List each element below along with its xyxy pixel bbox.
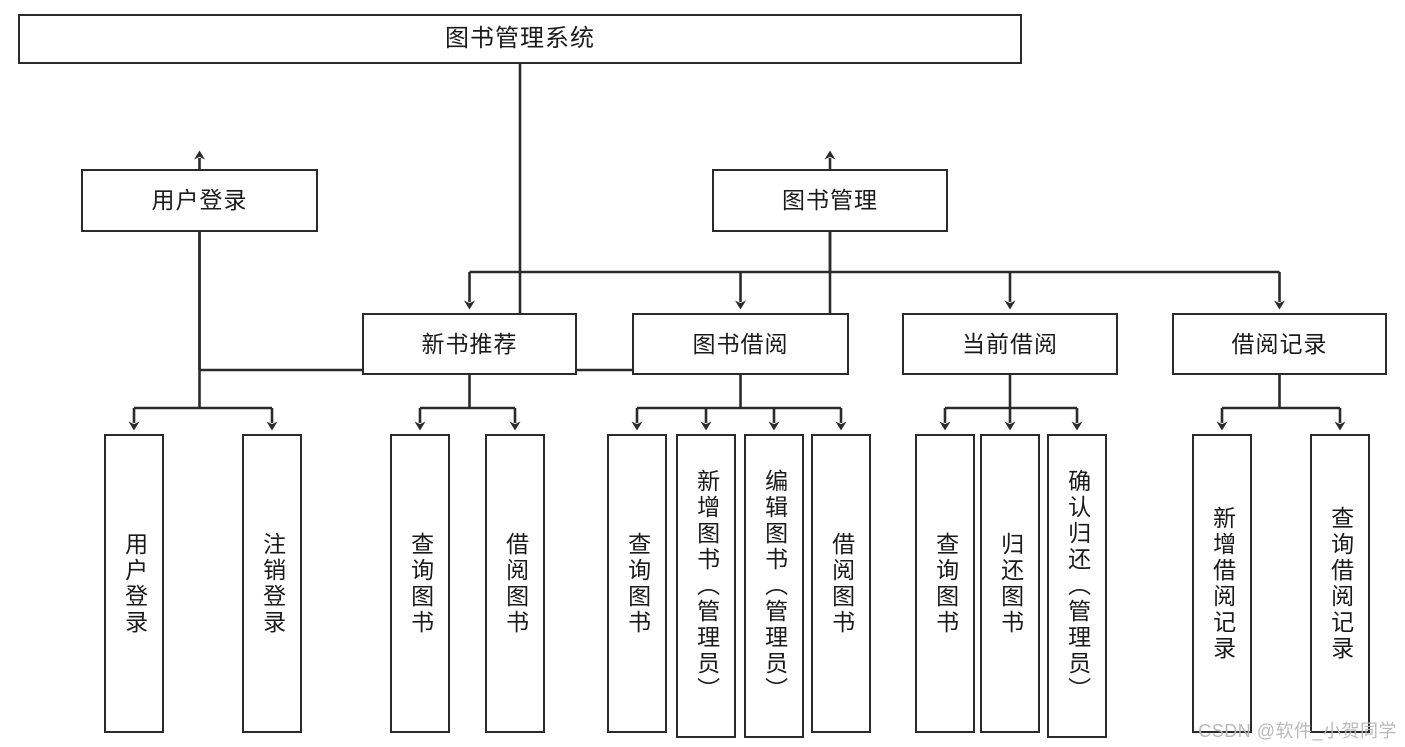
node-records[interactable]: 借阅记录 — [1172, 313, 1387, 375]
node-current[interactable]: 当前借阅 — [902, 313, 1118, 375]
node-label: 归还图书 — [997, 531, 1024, 636]
node-l-borrow2[interactable]: 借阅图书 — [811, 434, 871, 733]
node-label: 查询图书 — [624, 531, 651, 636]
node-login[interactable]: 用户登录 — [81, 169, 318, 232]
node-label: 借阅记录 — [1231, 330, 1328, 357]
node-borrow[interactable]: 图书借阅 — [632, 313, 849, 375]
watermark: CSDN @软件_小贺同学 — [1198, 721, 1397, 741]
node-label: 查询图书 — [932, 531, 959, 636]
node-label: 新增借阅记录 — [1209, 505, 1236, 662]
node-l-query1[interactable]: 查询图书 — [390, 434, 450, 733]
node-newbook[interactable]: 新书推荐 — [362, 313, 577, 375]
node-label: 新增图书（管理员） — [693, 469, 720, 703]
node-label: 查询图书 — [407, 531, 434, 636]
node-bookmgmt[interactable]: 图书管理 — [712, 169, 948, 232]
node-label: 图书借阅 — [692, 330, 789, 357]
node-l-query3[interactable]: 查询图书 — [915, 434, 975, 733]
node-l-confirm[interactable]: 确认归还（管理员） — [1047, 434, 1107, 738]
node-label: 借阅图书 — [502, 531, 529, 636]
node-l-addrec[interactable]: 新增借阅记录 — [1192, 434, 1252, 733]
node-l-return[interactable]: 归还图书 — [980, 434, 1040, 733]
node-label: 查询借阅记录 — [1327, 505, 1354, 662]
node-label: 确认归还（管理员） — [1064, 469, 1091, 703]
node-label: 编辑图书（管理员） — [761, 469, 788, 703]
node-l-edit[interactable]: 编辑图书（管理员） — [744, 434, 804, 738]
node-label: 图书管理 — [782, 187, 878, 214]
node-label: 用户登录 — [121, 531, 148, 636]
node-l-login[interactable]: 用户登录 — [104, 434, 164, 733]
node-l-borrow1[interactable]: 借阅图书 — [485, 434, 545, 733]
node-l-queryrec[interactable]: 查询借阅记录 — [1310, 434, 1370, 733]
node-root[interactable]: 图书管理系统 — [18, 14, 1022, 64]
node-label: 图书管理系统 — [445, 25, 595, 53]
node-l-query2[interactable]: 查询图书 — [607, 434, 667, 733]
node-label: 新书推荐 — [421, 330, 518, 357]
node-l-logout[interactable]: 注销登录 — [242, 434, 302, 733]
node-l-add[interactable]: 新增图书（管理员） — [676, 434, 736, 738]
node-label: 借阅图书 — [828, 531, 855, 636]
node-label: 用户登录 — [151, 187, 248, 214]
node-label: 当前借阅 — [962, 330, 1058, 357]
node-label: 注销登录 — [259, 531, 286, 636]
